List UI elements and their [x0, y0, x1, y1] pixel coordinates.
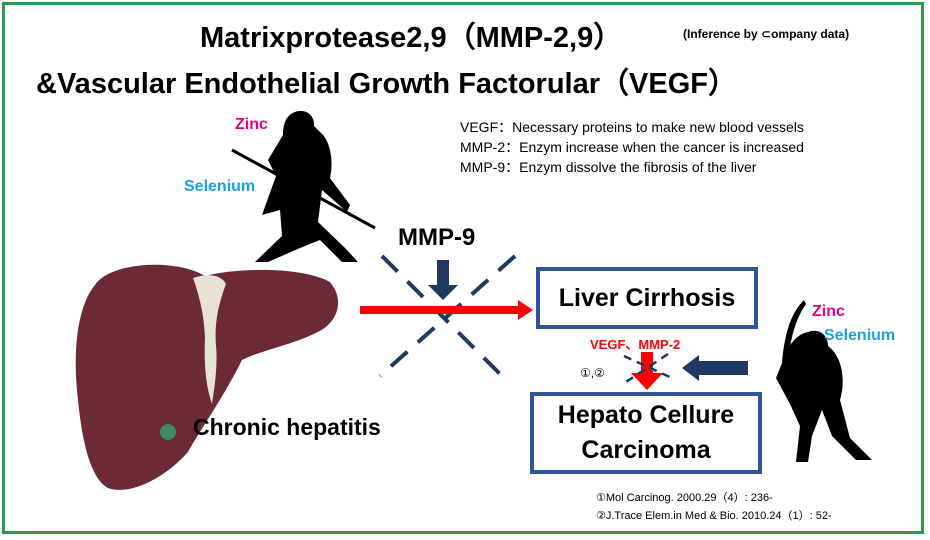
left-warrior-silhouette — [231, 110, 376, 262]
crossed-dashes-small — [623, 352, 673, 384]
slide-frame — [2, 2, 924, 534]
liver-cirrhosis-label: Liver Cirrhosis — [558, 283, 736, 312]
left-zinc-label: Zinc — [235, 116, 268, 133]
progression-arrow-down — [631, 352, 663, 390]
reference-1: ①Mol Carcinog. 2000.29（4）: 236- — [596, 492, 773, 504]
right-zinc-label: Zinc — [812, 303, 845, 320]
progression-arrow-horizontal — [360, 300, 533, 320]
liver-cirrhosis-box: Liver Cirrhosis — [536, 267, 758, 329]
liver-illustration — [75, 264, 339, 490]
vegf-mmp2-label: VEGF、MMP-2 — [590, 337, 681, 352]
definition-mmp9: MMP-9：Enzym dissolve the fibrosis of the… — [460, 159, 757, 175]
citation-marks: ①,② — [580, 366, 605, 380]
hepatocellular-carcinoma-box: Hepato Cellure Carcinoma — [530, 392, 762, 474]
reference-2: ②J.Trace Elem.in Med & Bio. 2010.24（1）: … — [596, 510, 832, 522]
inhibition-arrow-left — [682, 355, 748, 381]
definition-mmp2: MMP-2：Enzym increase when the cancer is … — [460, 139, 804, 155]
title-line-1: Matrixprotease2,9（MMP-2,9） — [200, 22, 623, 54]
hcc-label-line-1: Hepato Cellure — [557, 401, 735, 429]
left-selenium-label: Selenium — [184, 178, 256, 195]
right-warrior-silhouette — [776, 300, 872, 462]
source-note: (Inference by ⊂ompany data) — [683, 27, 850, 41]
mmp9-down-arrow — [428, 260, 458, 300]
title-line-2: &Vascular Endothelial Growth Factorular（… — [36, 68, 737, 100]
crossed-dashes-top — [378, 254, 517, 378]
chronic-hepatitis-label: Chronic hepatitis — [193, 414, 381, 440]
hcc-label-line-2: Carcinoma — [581, 436, 711, 464]
right-selenium-label: Selenium — [824, 327, 896, 344]
mmp9-label: MMP-9 — [398, 224, 476, 251]
definition-vegf: VEGF：Necessary proteins to make new bloo… — [460, 119, 804, 135]
